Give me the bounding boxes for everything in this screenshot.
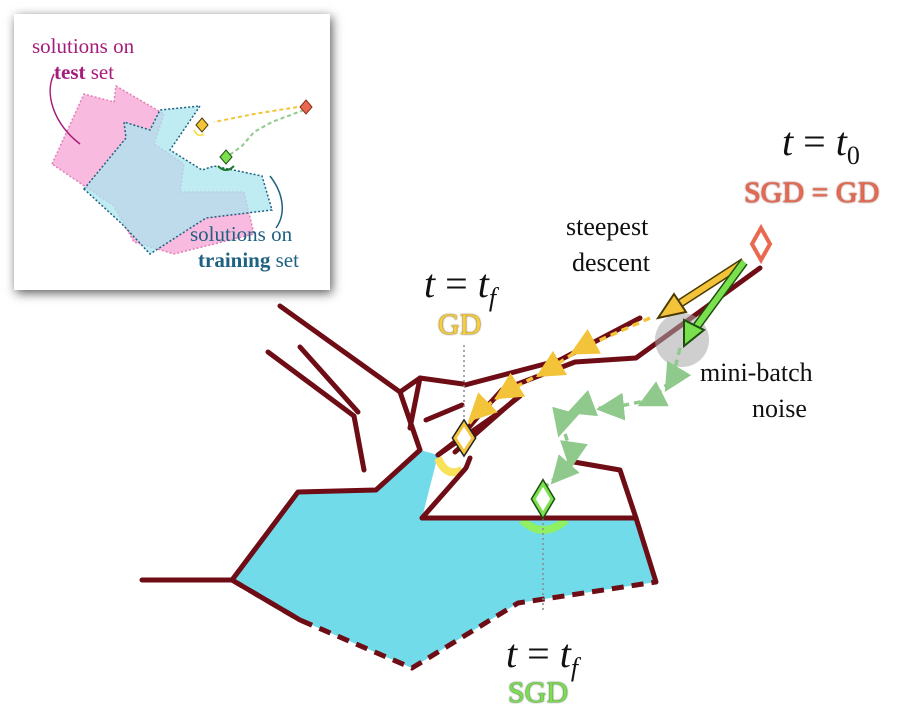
steepest-descent-arrow [655, 258, 747, 320]
t0-var: t [782, 119, 794, 164]
sgd-minimum-marker-fill [532, 481, 554, 517]
gd-path [464, 316, 651, 430]
t0-label: t = t0 [782, 120, 860, 178]
tf-gd-sub: f [488, 283, 497, 312]
sgd-eq-gd-label: SGD = GD [744, 176, 880, 209]
train-pointer [269, 175, 283, 229]
tf-gd-eq: = [435, 261, 478, 306]
train-label-line2: training set [198, 248, 299, 272]
tf-sgd-var: t [506, 631, 518, 676]
inset-sgd-marker [219, 149, 233, 165]
test-rest: set [85, 60, 115, 84]
inset-panel: solutions on test set solutions on train… [14, 14, 330, 290]
noise-arrow [683, 259, 748, 349]
test-pointer [49, 73, 81, 145]
inset-start-marker [299, 99, 313, 115]
tf-gd-val: t [477, 261, 489, 306]
inset-gd-path [213, 105, 305, 123]
inset-svg [49, 73, 313, 255]
tf-sgd-eq: = [517, 631, 560, 676]
test-label-line1: solutions on [32, 34, 135, 58]
noise-label-1: mini-batch [700, 358, 813, 387]
gd-minimum-arc [434, 456, 464, 477]
test-label-line2: test set [54, 60, 114, 84]
start-marker [749, 223, 773, 265]
t0-eq: = [793, 119, 836, 164]
tf-sgd-val: t [559, 631, 571, 676]
train-bold: training [198, 248, 271, 272]
gd-minimum-marker-fill [453, 421, 475, 455]
inset-gd-arc [193, 129, 205, 137]
tf-sgd-label: t = tf [506, 632, 578, 690]
solution-basin [232, 450, 656, 668]
t0-val: t [835, 119, 847, 164]
sgd-path [544, 347, 692, 488]
basin-dashed-boundary [230, 577, 657, 671]
train-rest: set [270, 248, 299, 272]
training-solution-region [82, 105, 273, 255]
train-label-line1: solutions on [190, 222, 293, 246]
t0-sub: 0 [846, 141, 860, 170]
sgd-label: SGD [508, 676, 569, 709]
noise-label-2: noise [752, 394, 807, 423]
tf-sgd-sub: f [570, 653, 579, 682]
inset-gd-marker [195, 117, 209, 133]
gd-label: GD [438, 308, 482, 341]
test-bold: test [54, 60, 86, 84]
inset-sgd-path [227, 109, 305, 157]
descent-label: descent [572, 248, 650, 277]
tf-gd-label: t = tf [424, 262, 496, 320]
inset-sgd-arc [217, 165, 235, 171]
steepest-label: steepest [566, 212, 649, 241]
tf-gd-var: t [424, 261, 436, 306]
